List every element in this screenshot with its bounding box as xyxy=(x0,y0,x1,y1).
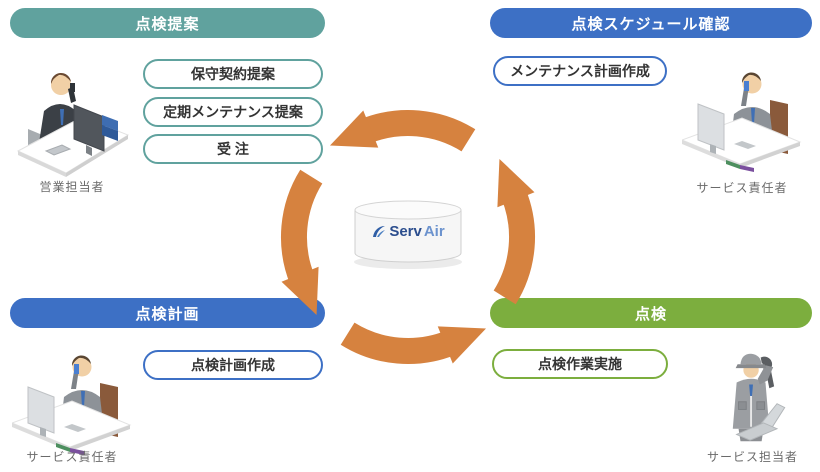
desk-edge-right xyxy=(70,425,130,451)
step-pill-maintenance-plan-creation: メンテナンス計画作成 xyxy=(493,56,667,86)
logo-text-air: Air xyxy=(423,223,445,240)
person-at-desk-dark-suit-icon xyxy=(16,72,130,177)
raised-arm xyxy=(757,365,774,385)
section-header-schedule: 点検スケジュール確認 xyxy=(490,8,812,38)
service-manager-illustration-bottom xyxy=(10,343,132,461)
section-header-proposal: 点検提案 xyxy=(10,8,325,38)
section-header-plan: 点検計画 xyxy=(10,298,325,328)
monitor-stand xyxy=(40,427,46,437)
logo-text-serv: Serv xyxy=(389,223,422,240)
purple-folder-icon xyxy=(740,165,754,172)
database-cylinder-icon xyxy=(354,200,462,269)
step-pill-order-received: 受 注 xyxy=(143,134,323,164)
pocket-left xyxy=(738,401,747,410)
arrow-left xyxy=(280,169,323,316)
laptop-base-icon xyxy=(735,422,779,441)
monitor-icon xyxy=(27,386,55,434)
cap-brim xyxy=(735,364,767,369)
arrow-right xyxy=(493,158,536,305)
keyboard-icon xyxy=(64,424,86,432)
monitor-icon xyxy=(73,104,105,152)
binder-bottom-icon xyxy=(102,125,118,141)
tie xyxy=(749,384,753,396)
person-label-sales: 営業担当者 xyxy=(39,180,105,194)
tie xyxy=(751,108,755,124)
desk-phone-icon xyxy=(44,144,72,156)
step-pill-inspection-plan-creation: 点検計画作成 xyxy=(143,350,323,380)
servair-swoosh-icon xyxy=(373,226,386,237)
person-label-service-technician: サービス担当者 xyxy=(706,450,798,464)
green-folder-icon xyxy=(56,443,70,452)
desk-edge-left xyxy=(682,140,740,168)
head xyxy=(51,75,71,95)
arrow-bottom xyxy=(340,322,487,365)
desk-edge-left xyxy=(12,423,70,451)
monitor-icon xyxy=(697,103,725,151)
person-label-service-manager-bottom: サービス責任者 xyxy=(26,450,118,464)
sales-person-illustration xyxy=(12,55,132,177)
cylinder-top xyxy=(354,200,462,220)
step-pill-maintenance-contract-proposal: 保守契約提案 xyxy=(143,59,323,89)
person-at-desk-gray-suit-icon xyxy=(680,72,802,172)
hair xyxy=(71,355,91,366)
cylinder-body xyxy=(354,209,462,263)
section-header-inspection: 点検 xyxy=(490,298,812,328)
service-technician-illustration xyxy=(700,346,805,446)
arrow-top xyxy=(329,109,476,152)
monitor-stand xyxy=(86,145,92,156)
cycle-arrows-icon xyxy=(280,109,536,365)
phone-icon xyxy=(744,81,749,91)
phone-icon xyxy=(74,364,79,374)
worker-with-wrench-icon xyxy=(732,353,786,442)
service-manager-illustration-top xyxy=(680,60,802,178)
cap-icon xyxy=(740,353,762,365)
desk-edge-right xyxy=(740,142,800,168)
phone-icon xyxy=(70,83,75,92)
desk-edge-left xyxy=(18,151,66,177)
step-pill-periodic-maintenance-proposal: 定期メンテナンス提案 xyxy=(143,97,323,127)
person-label-service-manager-top: サービス責任者 xyxy=(696,181,788,195)
tie xyxy=(60,109,64,125)
hair xyxy=(50,72,71,84)
tie xyxy=(81,391,85,407)
hair xyxy=(741,72,761,83)
person-at-desk-gray-suit-icon xyxy=(10,355,132,455)
desk-edge-right xyxy=(66,135,128,177)
monitor-stand xyxy=(710,144,716,154)
binder-top-icon xyxy=(102,115,118,131)
green-folder-icon xyxy=(726,160,740,169)
step-pill-inspection-work-execution: 点検作業実施 xyxy=(492,349,668,379)
pocket-right xyxy=(756,401,765,410)
purple-folder-icon xyxy=(70,448,84,455)
keyboard-icon xyxy=(734,141,756,149)
